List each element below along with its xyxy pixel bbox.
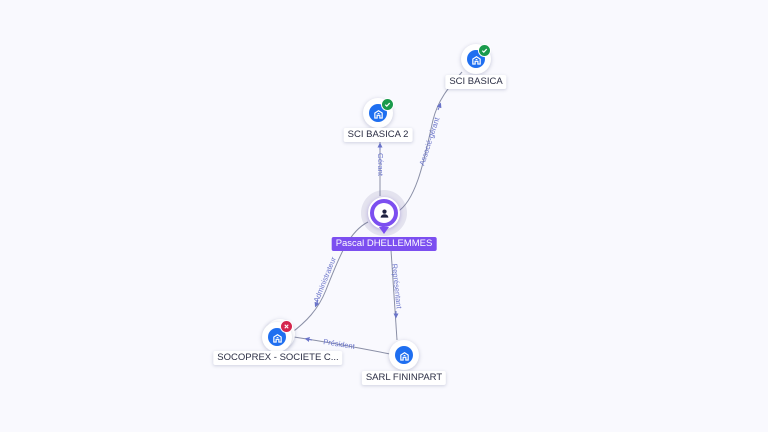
edge-representant[interactable]: Représentant: [390, 249, 404, 341]
node-label: SCI BASICA 2: [343, 128, 413, 142]
edge-label-president: Président: [323, 337, 357, 351]
building-icon: [268, 328, 286, 346]
edge-gerant[interactable]: Gérant: [376, 132, 385, 196]
edge-label-gerant: Gérant: [376, 153, 385, 177]
edge-label-administrateur: Administrateur: [312, 255, 339, 304]
building-icon: [395, 346, 413, 364]
person-icon: [374, 203, 394, 223]
company-circle[interactable]: [389, 340, 419, 370]
check-icon: [478, 44, 491, 57]
edge-label-associe-gerant: Associé-gérant: [417, 115, 441, 166]
node-label: SOCOPREX - SOCIETE C...: [213, 351, 343, 365]
person-pin[interactable]: [368, 197, 400, 229]
edge-associe-gerant[interactable]: Associé-gérant: [396, 71, 463, 213]
edge-label-representant: Représentant: [390, 263, 404, 310]
node-label: Pascal DHELLEMMES: [331, 237, 437, 251]
node-label: SARL FININPART: [361, 371, 447, 385]
node-label: SCI BASICA: [445, 75, 507, 89]
close-icon: [280, 320, 293, 333]
pin-tip: [379, 227, 389, 234]
check-icon: [381, 98, 394, 111]
